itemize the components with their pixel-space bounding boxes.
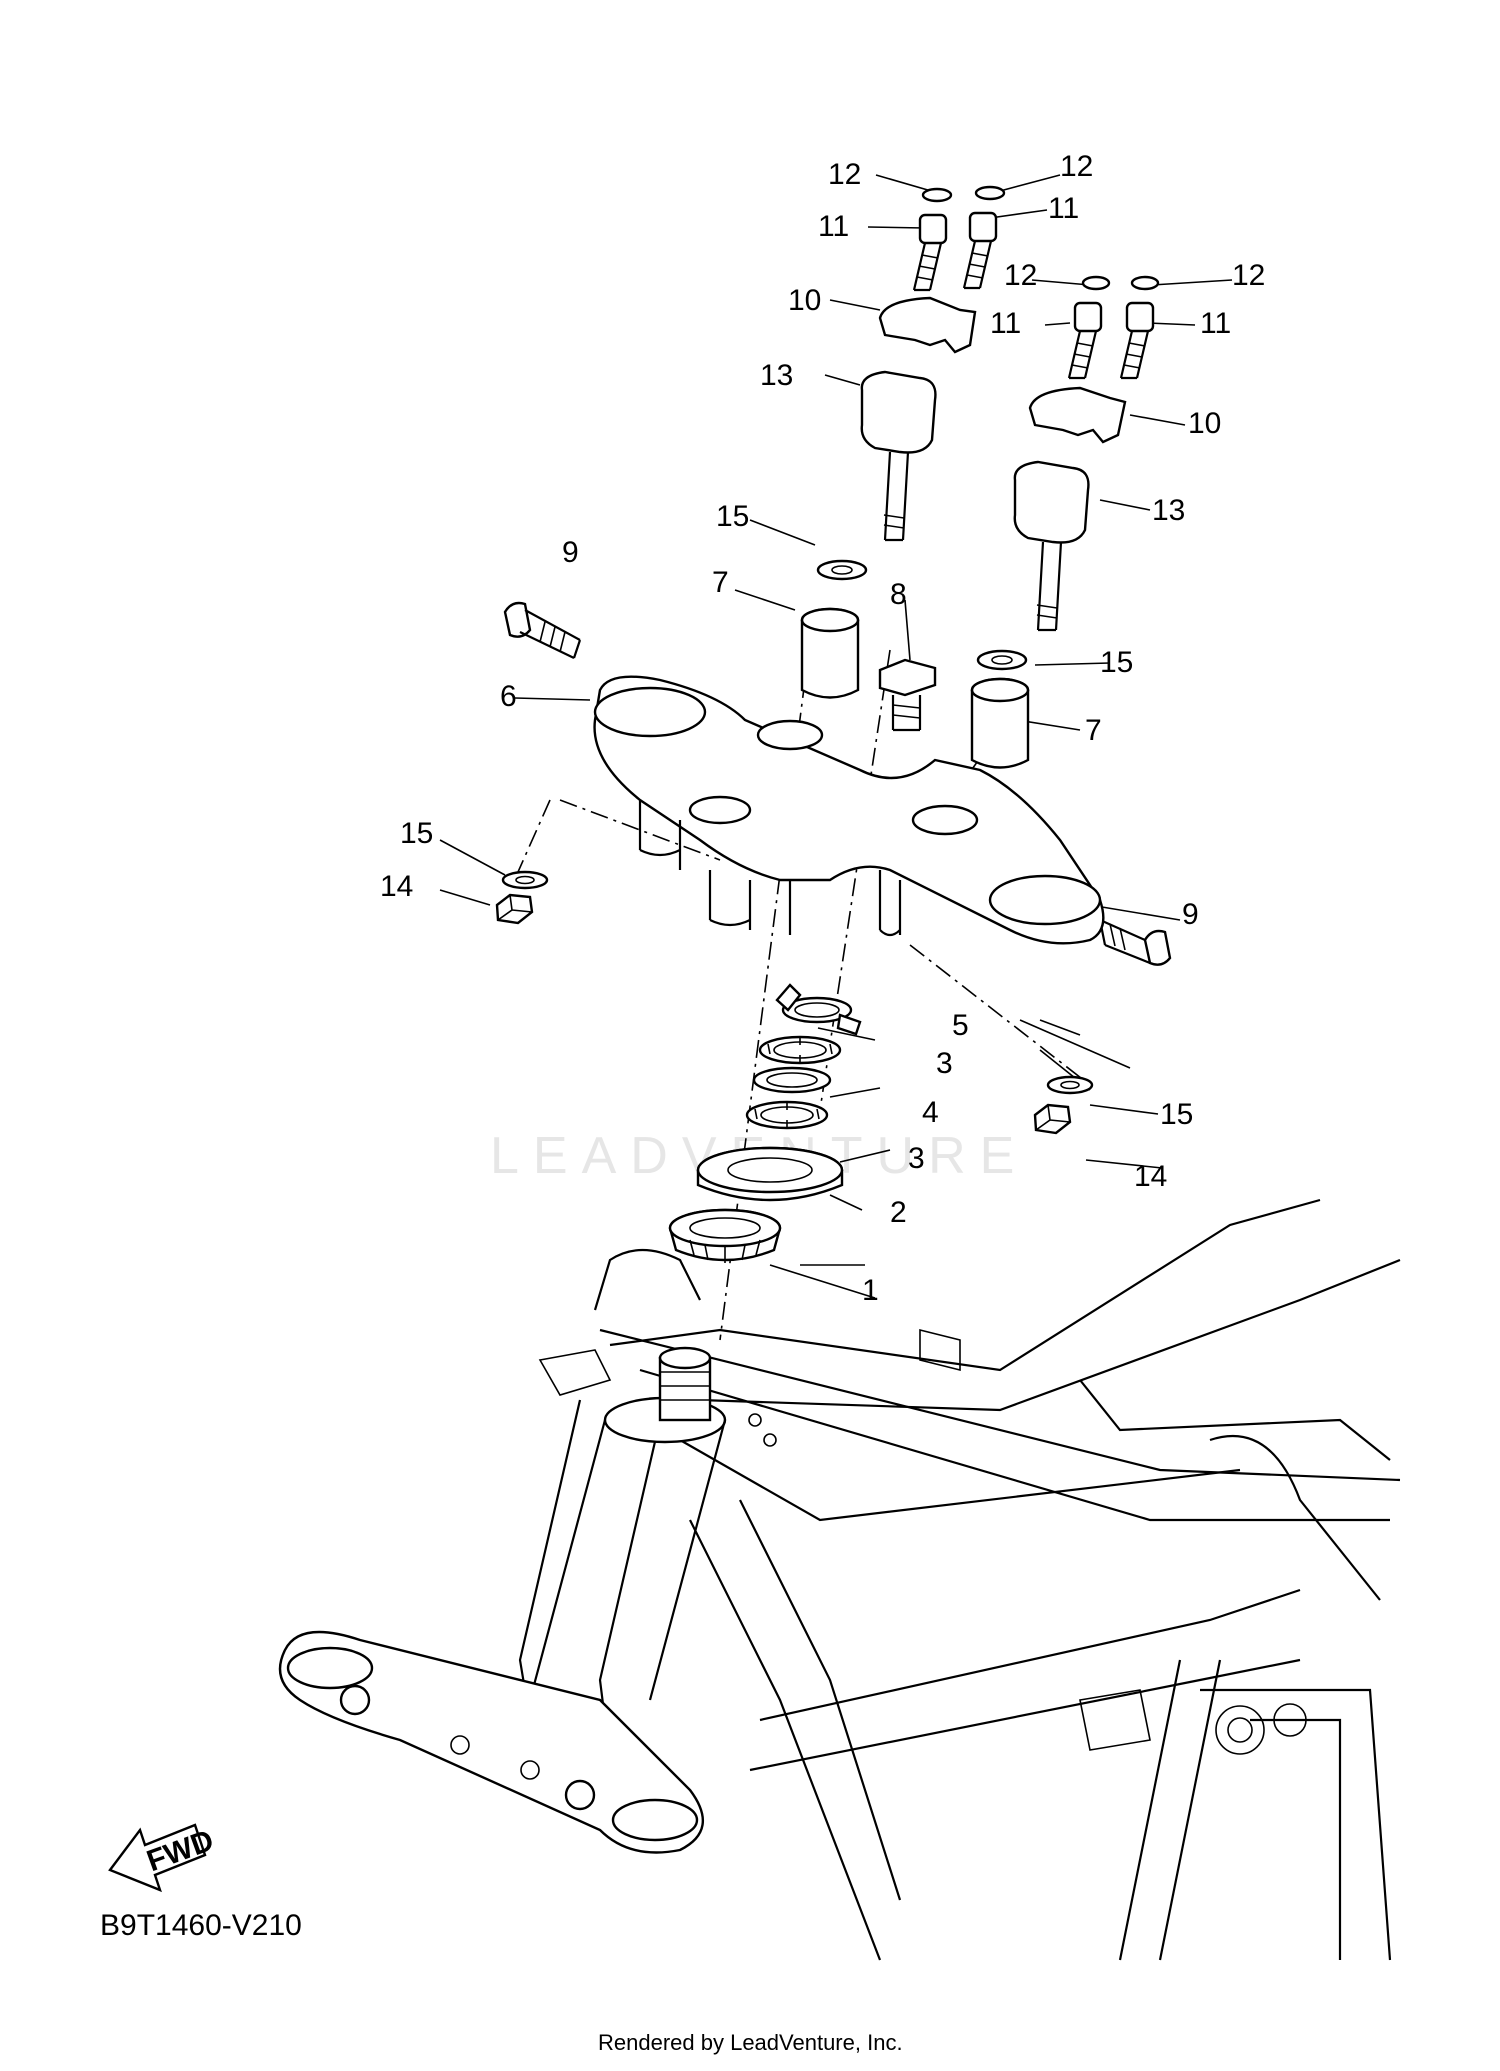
callout-3: 3: [936, 1047, 953, 1080]
callout-11: 11: [990, 307, 1021, 340]
callout-10: 10: [788, 284, 821, 317]
callout-15: 15: [1160, 1098, 1193, 1131]
callout-2: 2: [890, 1196, 907, 1229]
callout-3: 3: [908, 1142, 925, 1175]
callout-1: 1: [862, 1274, 879, 1307]
callout-12: 12: [1232, 259, 1265, 292]
callout-labels: 12 12 11 11 12 12 11 11 10 10 13 13 15 1…: [380, 150, 1265, 1307]
callout-13: 13: [1152, 494, 1185, 527]
callout-9: 9: [1182, 898, 1199, 931]
lower-bracket: [278, 1630, 704, 1854]
callout-12: 12: [1060, 150, 1093, 183]
callout-14: 14: [1134, 1160, 1167, 1193]
callout-15: 15: [716, 500, 749, 533]
parts: [495, 185, 1172, 1263]
callout-11: 11: [1048, 192, 1079, 225]
callout-6: 6: [500, 680, 517, 713]
callout-4: 4: [922, 1096, 939, 1129]
callout-8: 8: [890, 578, 907, 611]
callout-11: 11: [818, 210, 849, 243]
callout-13: 13: [760, 359, 793, 392]
callout-7: 7: [1085, 714, 1102, 747]
frame: [518, 1198, 1401, 1961]
callout-7: 7: [712, 566, 729, 599]
head-pipe: [528, 1346, 727, 1701]
diagram-code: B9T1460-V210: [100, 1909, 302, 1942]
callout-15: 15: [1100, 646, 1133, 679]
render-credit: Rendered by LeadVenture, Inc.: [598, 2030, 903, 2055]
fwd-arrow-icon: FWD: [108, 1823, 218, 1893]
callout-12: 12: [828, 158, 861, 191]
callout-5: 5: [952, 1009, 969, 1042]
callout-11: 11: [1200, 307, 1231, 340]
callout-9: 9: [562, 536, 579, 569]
callout-10: 10: [1188, 407, 1221, 440]
callout-15: 15: [400, 817, 433, 850]
callout-14: 14: [380, 870, 413, 903]
callout-12: 12: [1004, 259, 1037, 292]
